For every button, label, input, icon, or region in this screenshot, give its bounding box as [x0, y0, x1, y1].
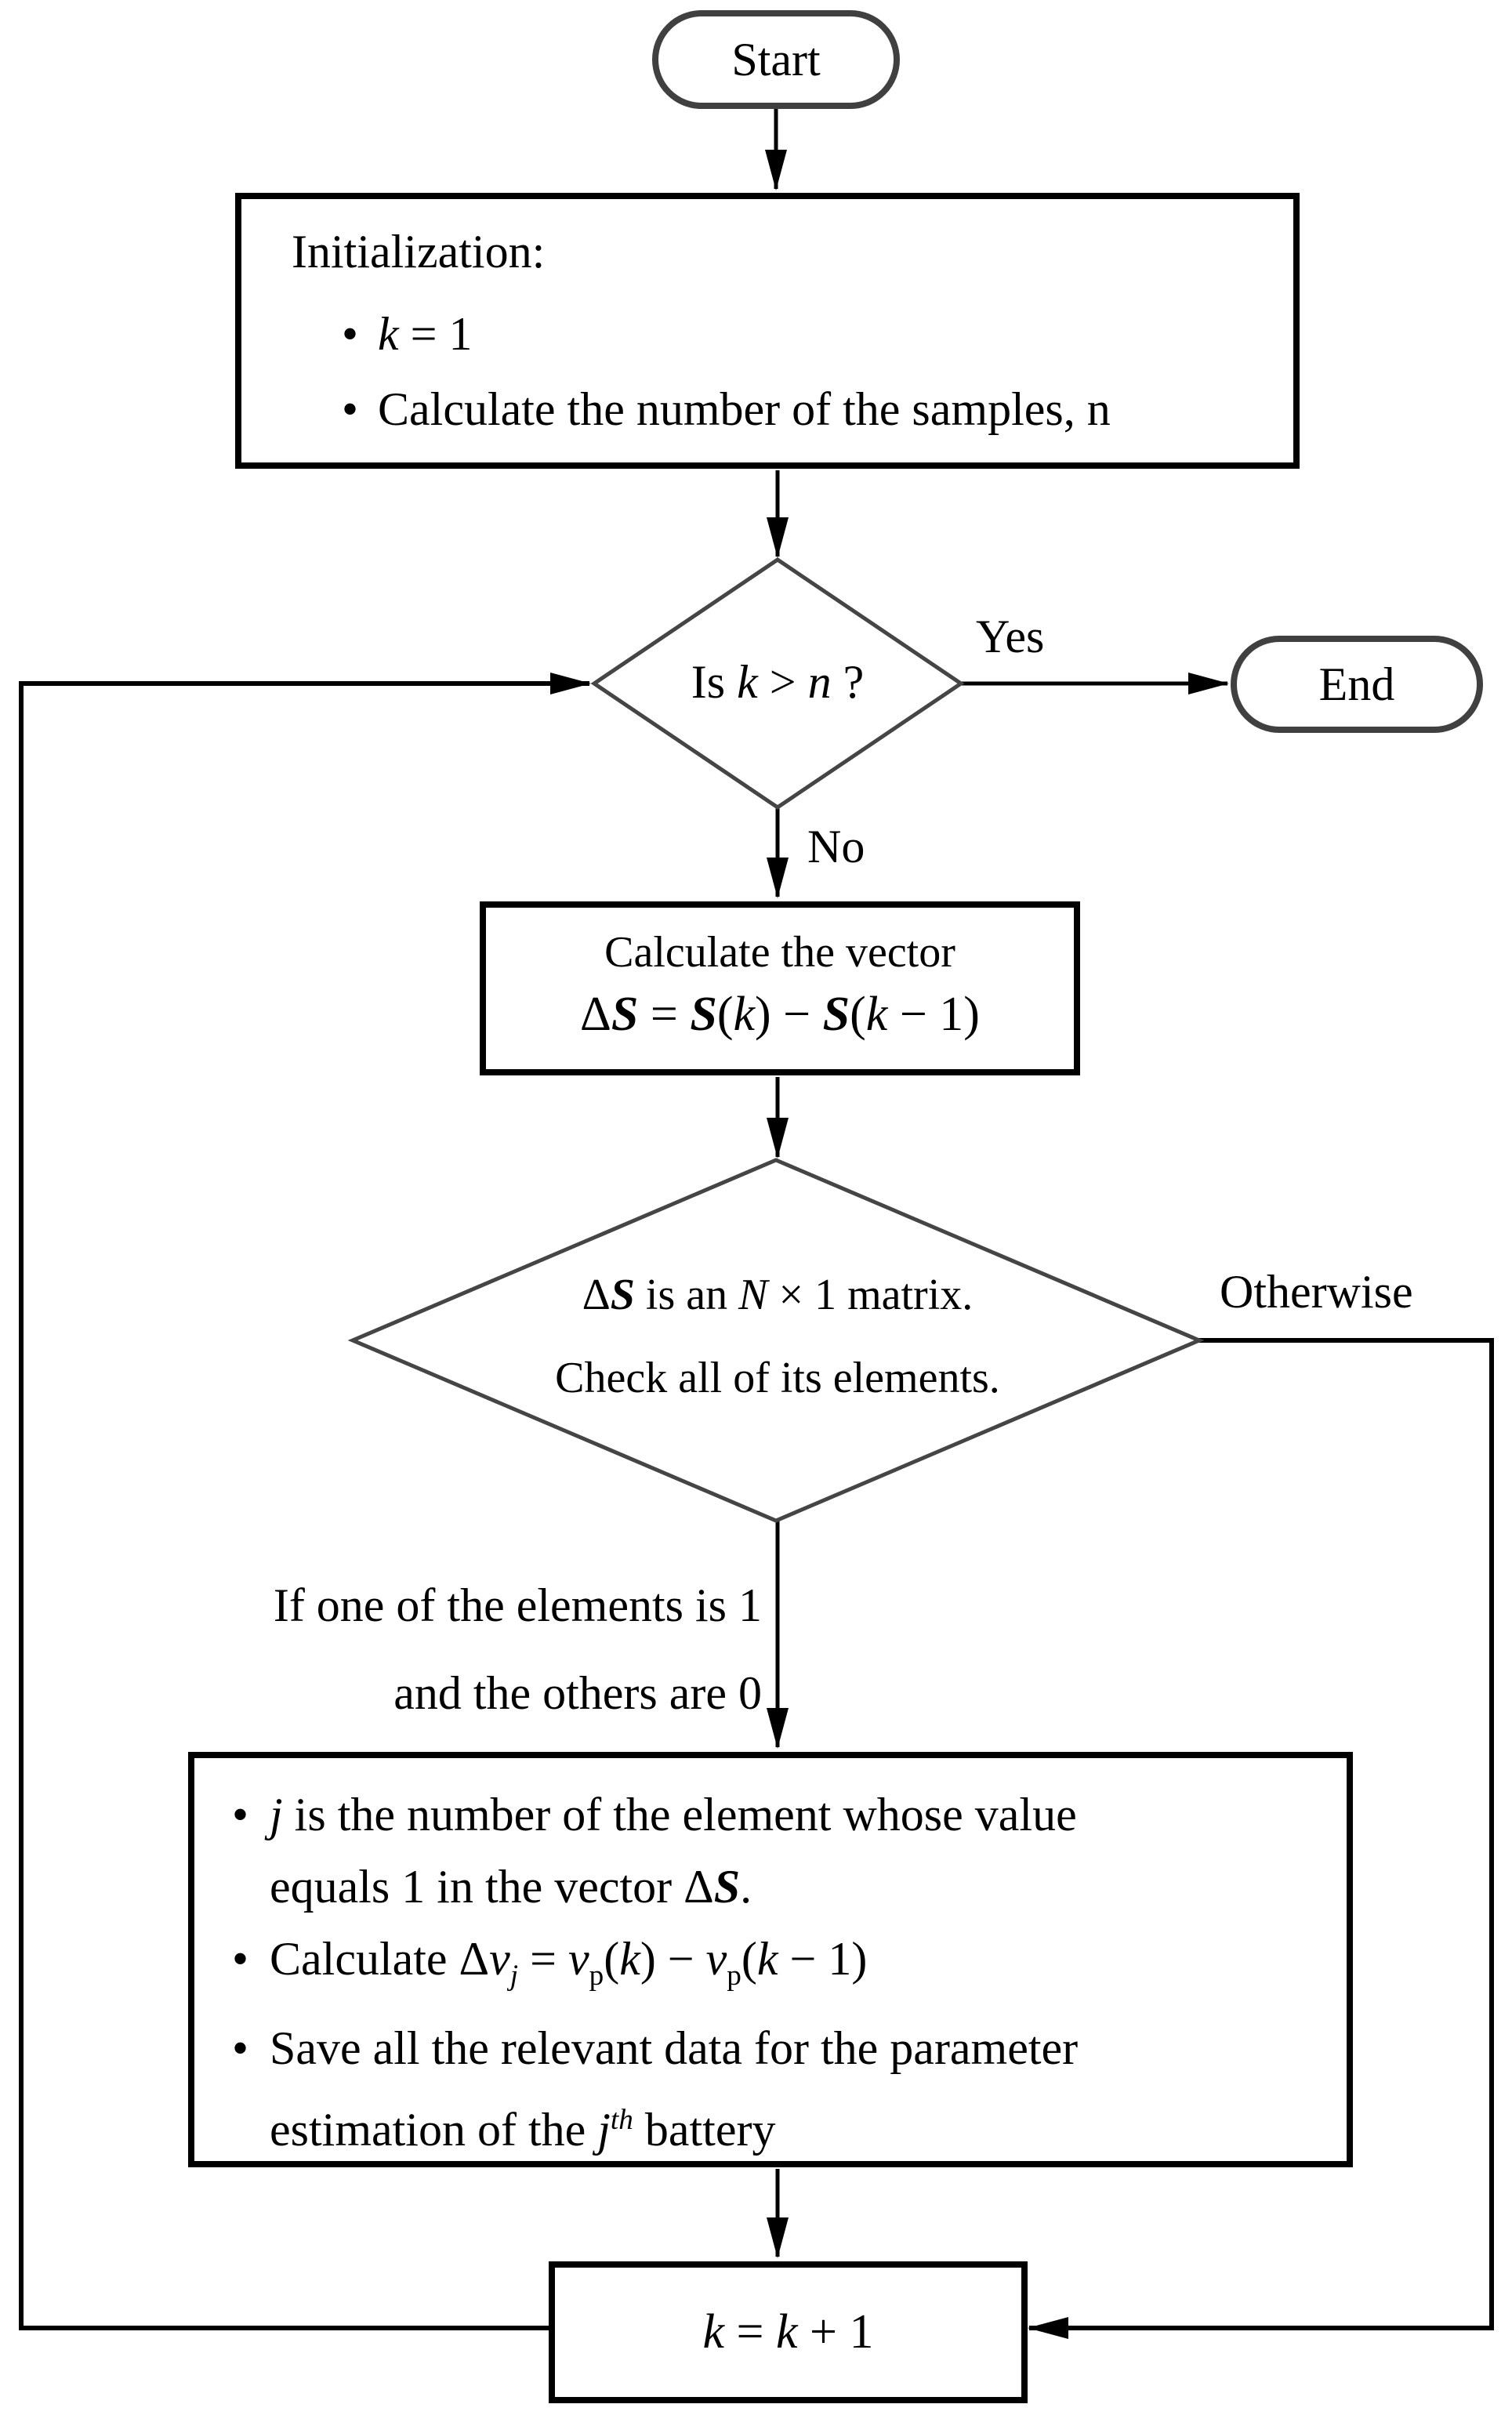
condition-edge-label: If one of the elements is 1 and the othe… [274, 1561, 762, 1737]
decision-matrix-line1: ΔS is an N × 1 matrix. [582, 1271, 974, 1319]
decision-matrix-line2: Check all of its elements. [555, 1354, 1000, 1402]
calc-vector-box: Calculate the vector ΔS = S(k) − S(k − 1… [480, 901, 1080, 1075]
init-bullet-1-text: k = 1 [378, 308, 473, 360]
edge-otherwise-to-increment [1028, 1338, 1494, 2339]
bullet-icon: • [342, 383, 359, 435]
process-bullet-2: • Calculate Δvj = vp(k) − vp(k − 1) [232, 1923, 1331, 2012]
process-bullet-1-text: j is the number of the element whose val… [270, 1789, 1077, 1913]
no-edge-label: No [807, 821, 865, 872]
calc-vector-formula: ΔS = S(k) − S(k − 1) [580, 988, 980, 1041]
process-bullet-1: • j is the number of the element whose v… [232, 1779, 1331, 1923]
calc-vector-line1: Calculate the vector [604, 928, 955, 977]
end-node: End [1231, 636, 1483, 733]
decision-k-diamond [590, 557, 965, 810]
bullet-icon: • [232, 1789, 249, 1840]
otherwise-edge-label: Otherwise [1220, 1266, 1413, 1318]
bullet-icon: • [232, 1933, 249, 1985]
yes-edge-label: Yes [976, 611, 1045, 662]
increment-box: k = k + 1 [549, 2261, 1028, 2403]
bullet-icon: • [232, 2022, 249, 2074]
decision-k-label: Is k > n ? [691, 656, 865, 708]
initialization-heading: Initialization: [292, 226, 546, 277]
condition-line2: and the others are 0 [393, 1667, 762, 1719]
init-bullet-2: • Calculate the number of the samples, n [342, 372, 1275, 447]
process-box: • j is the number of the element whose v… [188, 1752, 1353, 2167]
bullet-icon: • [342, 308, 359, 360]
end-label: End [1318, 658, 1395, 710]
process-bullet-3-text: Save all the relevant data for the param… [270, 2022, 1079, 2156]
start-label: Start [731, 33, 821, 85]
start-node: Start [652, 10, 900, 109]
decision-matrix-diamond [347, 1158, 1205, 1523]
init-bullet-2-text: Calculate the number of the samples, n [378, 383, 1111, 435]
increment-label: k = k + 1 [702, 2305, 874, 2359]
process-bullet-2-text: Calculate Δvj = vp(k) − vp(k − 1) [270, 1933, 868, 1992]
init-bullet-1: • k = 1 [342, 296, 1275, 372]
initialization-box: Initialization: • k = 1 • Calculate the … [235, 193, 1300, 469]
edge-loopback-to-decision-k [19, 673, 591, 2330]
process-bullet-3: • Save all the relevant data for the par… [232, 2012, 1331, 2166]
condition-line1: If one of the elements is 1 [273, 1579, 762, 1631]
